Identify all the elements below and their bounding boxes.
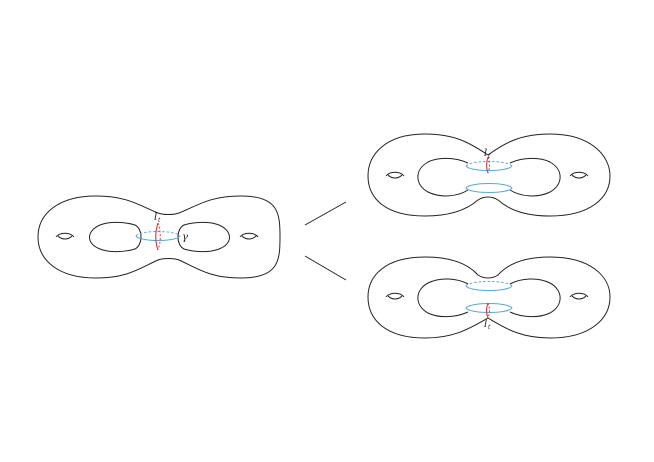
left-eye-left bbox=[55, 232, 75, 240]
gamma-curve-front bbox=[135, 235, 181, 242]
label-l-left-sub: t bbox=[158, 217, 161, 224]
bottom-hole-1 bbox=[417, 278, 469, 318]
l-curve-front bbox=[155, 222, 159, 251]
label-l-top-sub: t bbox=[488, 153, 491, 160]
left-surface-outline bbox=[37, 195, 281, 279]
label-l-left: l bbox=[154, 212, 157, 223]
top-right-surface: l t bbox=[367, 133, 611, 217]
bottom-gamma-upper-front bbox=[465, 285, 513, 292]
bottom-surface-outline bbox=[367, 256, 611, 339]
top-eye-right bbox=[569, 171, 589, 179]
top-hole-1 bbox=[417, 157, 469, 197]
left-eye-right bbox=[239, 232, 259, 240]
l-curve-back bbox=[157, 222, 161, 251]
branch-line-bottom bbox=[304, 255, 347, 281]
top-surface-outline bbox=[367, 133, 611, 217]
left-hole-1 bbox=[89, 221, 142, 253]
top-gamma-upper-front bbox=[465, 165, 513, 172]
label-gamma: γ bbox=[182, 232, 188, 243]
bottom-eye-right bbox=[569, 292, 589, 300]
top-l-curve-back bbox=[487, 156, 490, 174]
branch-line-top bbox=[304, 201, 347, 226]
gamma-curve-back bbox=[135, 231, 181, 237]
top-gamma-lower-front bbox=[465, 187, 513, 194]
bottom-right-surface: l t bbox=[367, 256, 611, 339]
top-l-curve-front bbox=[485, 156, 489, 174]
bottom-eye-left bbox=[385, 292, 405, 300]
bottom-gamma-upper-back bbox=[465, 281, 513, 287]
bottom-l-curve-back bbox=[487, 302, 490, 319]
top-hole-2 bbox=[509, 157, 561, 197]
left-hole-2 bbox=[177, 221, 230, 253]
top-gamma-lower-back bbox=[465, 182, 513, 189]
bottom-l-curve-front bbox=[485, 302, 489, 319]
label-l-bottom-sub: t bbox=[488, 324, 491, 331]
top-eye-left bbox=[385, 171, 405, 179]
label-l-bottom: l bbox=[484, 319, 487, 330]
bottom-hole-2 bbox=[509, 278, 561, 318]
bottom-gamma-lower-front bbox=[465, 307, 513, 314]
bottom-gamma-lower-back bbox=[465, 302, 513, 309]
label-l-top: l bbox=[484, 148, 487, 159]
left-surface: l t γ bbox=[37, 195, 281, 279]
